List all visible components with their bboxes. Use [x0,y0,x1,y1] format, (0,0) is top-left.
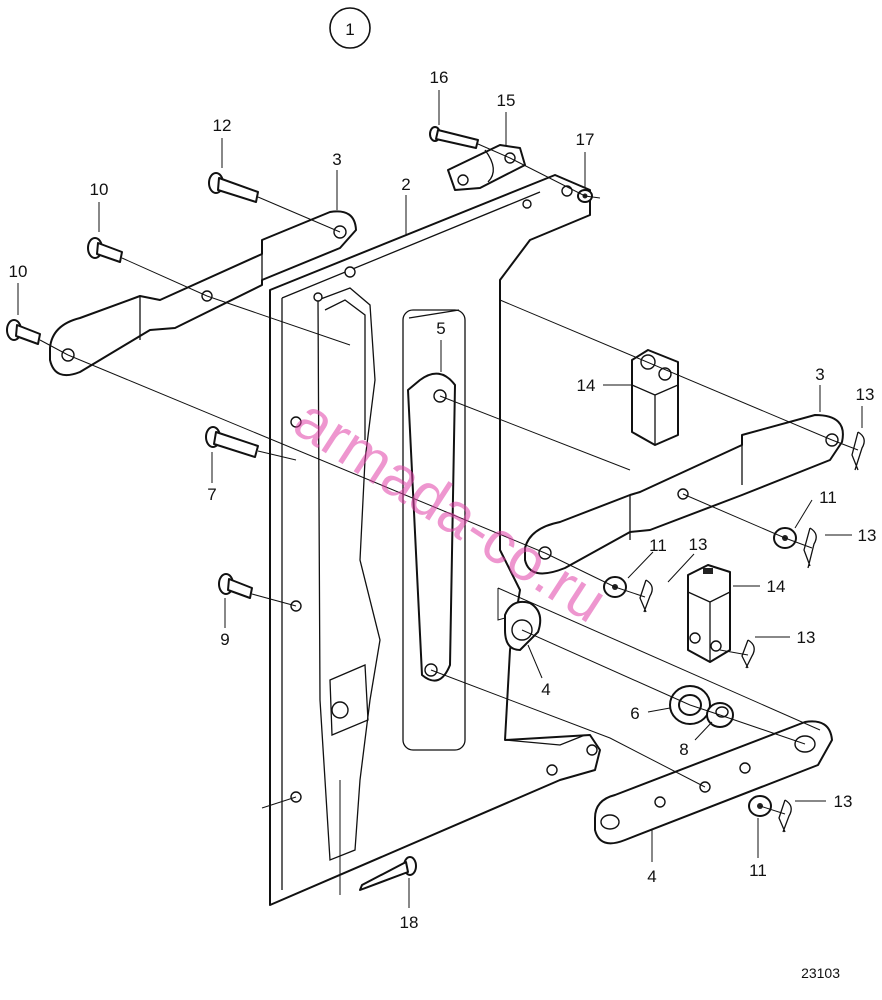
callout-8: 8 [679,740,688,759]
callout-15: 15 [497,91,516,110]
cotter-pin-13-a [851,431,865,471]
callout-12: 12 [213,116,232,135]
callout-13-c: 13 [689,535,708,554]
bolt-16 [429,126,479,149]
callout-11-b: 11 [649,536,667,555]
callout-4-lower: 4 [647,867,656,886]
screw-18 [359,856,417,891]
callout-14-lower: 14 [767,577,786,596]
pin-9 [218,573,253,599]
callout-17: 17 [576,130,595,149]
callout-4-upper: 4 [541,680,550,699]
callout-13-e: 13 [834,792,853,811]
callout-10-upper: 10 [90,180,109,199]
cotter-pin-13-d [741,639,755,669]
callout-5: 5 [436,319,445,338]
assembly-lines [39,143,859,895]
bolt-10-lower [6,319,41,345]
figure-number-badge: 1 [329,7,371,49]
callout-16: 16 [430,68,449,87]
callout-2: 2 [401,175,410,194]
callout-14-upper: 14 [577,376,596,395]
callout-6: 6 [630,704,639,723]
small-bracket [447,144,526,191]
cotter-pin-13-b [803,527,817,569]
callout-10-lower: 10 [9,262,28,281]
lower-link-plate [594,720,833,845]
callout-labels: 12 10 10 3 2 16 15 17 5 14 3 13 11 13 11… [9,68,877,932]
bolt-12 [208,172,259,203]
callout-18: 18 [400,913,419,932]
callout-7: 7 [207,485,216,504]
drawing-reference-number: 23103 [801,965,840,981]
callout-11-a: 11 [819,488,837,507]
figure-number: 1 [345,20,354,39]
pin-7 [205,426,259,458]
callout-13-d: 13 [797,628,816,647]
callout-3-right: 3 [815,365,824,384]
clevis-lower [687,564,731,663]
callout-11-c: 11 [749,861,767,880]
bolt-10-upper [87,237,123,263]
cotter-pin-13-c [639,579,653,613]
clevis-upper [631,349,679,446]
callout-13-a: 13 [856,385,875,404]
slot-link [407,372,456,682]
callout-3-upper: 3 [332,150,341,169]
callout-13-b: 13 [858,526,877,545]
callout-leaders [17,90,863,908]
cotter-pin-13-e [778,799,792,833]
callout-9: 9 [220,630,229,649]
